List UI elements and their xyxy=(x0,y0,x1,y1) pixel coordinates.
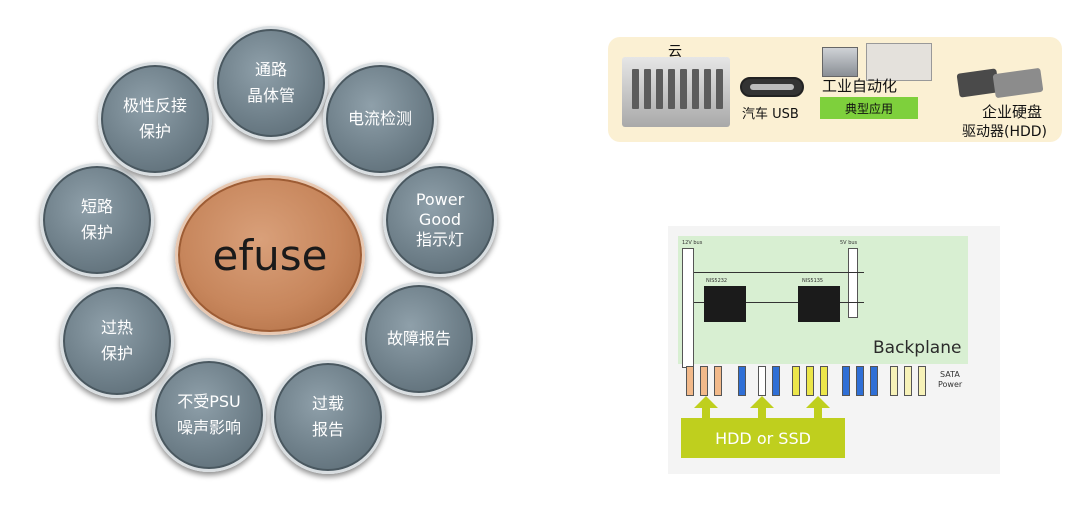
node-short-circuit: 短路 保护 xyxy=(40,163,154,277)
node-reverse-polarity: 极性反接 保护 xyxy=(98,62,212,176)
node-psu-noise-line2: 噪声影响 xyxy=(176,418,241,437)
sata-label-line2: Power xyxy=(938,380,963,389)
sata-pin xyxy=(890,366,898,396)
node-thermal-protection: 过热 保护 xyxy=(60,284,174,398)
node-overload-report: 过载 报告 xyxy=(271,360,385,474)
backplane-label: Backplane xyxy=(873,338,962,358)
sata-label-line1: SATA xyxy=(940,370,960,379)
node-short-circuit-line2: 保护 xyxy=(80,223,113,242)
efuse-chip-2 xyxy=(798,286,840,322)
sata-pin xyxy=(918,366,926,396)
applications-panel: 云 汽车 USB 工业自动化 典型应用 企业硬盘 驱动器(HDD) xyxy=(608,37,1062,142)
insert-arrow-1 xyxy=(694,396,718,418)
bus-12v-label: 12V bus xyxy=(682,240,703,246)
sata-pin xyxy=(738,366,746,396)
typical-application-badge: 典型应用 xyxy=(820,97,918,119)
industrial-cabinet-image xyxy=(866,43,932,81)
node-current-sense: 电流检测 xyxy=(323,62,437,176)
insert-arrow-3 xyxy=(806,396,830,418)
trace-line-mid xyxy=(694,302,864,303)
node-fault-report: 故障报告 xyxy=(362,282,476,396)
server-rack-image xyxy=(622,57,730,127)
sata-pin xyxy=(714,366,722,396)
node-power-good: Power Good 指示灯 xyxy=(383,163,497,277)
insert-arrows xyxy=(694,396,830,418)
enterprise-hdd-line1: 企业硬盘 xyxy=(982,103,1043,121)
hdd-ssd-label: HDD or SSD xyxy=(715,428,811,448)
hard-drive-image-2 xyxy=(992,67,1044,99)
sata-pin xyxy=(856,366,864,396)
sata-pin xyxy=(758,366,766,396)
node-power-good-line2: Good xyxy=(418,210,462,229)
usb-c-port-image xyxy=(740,77,804,97)
hdd-ssd-block: HDD or SSD xyxy=(681,418,845,458)
node-fault-report-label: 故障报告 xyxy=(386,329,451,348)
node-psu-noise-line1: 不受PSU xyxy=(177,392,241,411)
sata-pin xyxy=(806,366,814,396)
sata-pin xyxy=(700,366,708,396)
sata-pin xyxy=(842,366,850,396)
sata-pin xyxy=(686,366,694,396)
node-pass-transistor-line2: 晶体管 xyxy=(246,86,295,105)
node-reverse-polarity-line1: 极性反接 xyxy=(122,96,187,115)
node-overload-report-line1: 过载 xyxy=(311,394,344,413)
enterprise-hdd-line2: 驱动器(HDD) xyxy=(962,124,1048,140)
bus-5v-label: 5V bus xyxy=(840,240,858,246)
insert-arrow-2 xyxy=(750,396,774,418)
trace-line-top xyxy=(694,272,864,273)
node-reverse-polarity-line2: 保护 xyxy=(138,122,171,141)
sata-pin xyxy=(870,366,878,396)
efuse-center: efuse xyxy=(175,175,365,335)
efuse-center-label: efuse xyxy=(212,230,328,280)
node-thermal-protection-line2: 保护 xyxy=(100,344,133,363)
sata-pin xyxy=(772,366,780,396)
sata-pin xyxy=(820,366,828,396)
node-current-sense-label: 电流检测 xyxy=(347,109,412,128)
node-pass-transistor-line1: 通路 xyxy=(254,60,287,79)
node-pass-transistor: 通路 晶体管 xyxy=(214,26,328,140)
node-power-good-line1: Power xyxy=(415,190,465,209)
cloud-label: 云 xyxy=(668,44,682,60)
node-overload-report-line2: 报告 xyxy=(311,420,344,439)
node-psu-noise: 不受PSU 噪声影响 xyxy=(152,358,266,472)
chip1-label: NIS5232 xyxy=(706,278,728,284)
industrial-automation-label: 工业自动化 xyxy=(822,77,898,95)
sata-pin xyxy=(792,366,800,396)
efuse-chip-1 xyxy=(704,286,746,322)
sata-pin xyxy=(904,366,912,396)
bus-5v-bar xyxy=(848,248,858,318)
automotive-usb-label: 汽车 USB xyxy=(742,107,799,122)
node-power-good-line3: 指示灯 xyxy=(415,230,464,249)
backplane-schematic: 12V bus 5V bus NIS5232 NIS5135 Backplane… xyxy=(668,226,1000,474)
plc-module-image xyxy=(822,47,858,77)
node-short-circuit-line1: 短路 xyxy=(80,197,113,216)
node-thermal-protection-line1: 过热 xyxy=(100,318,133,337)
chip2-label: NIS5135 xyxy=(802,278,824,284)
